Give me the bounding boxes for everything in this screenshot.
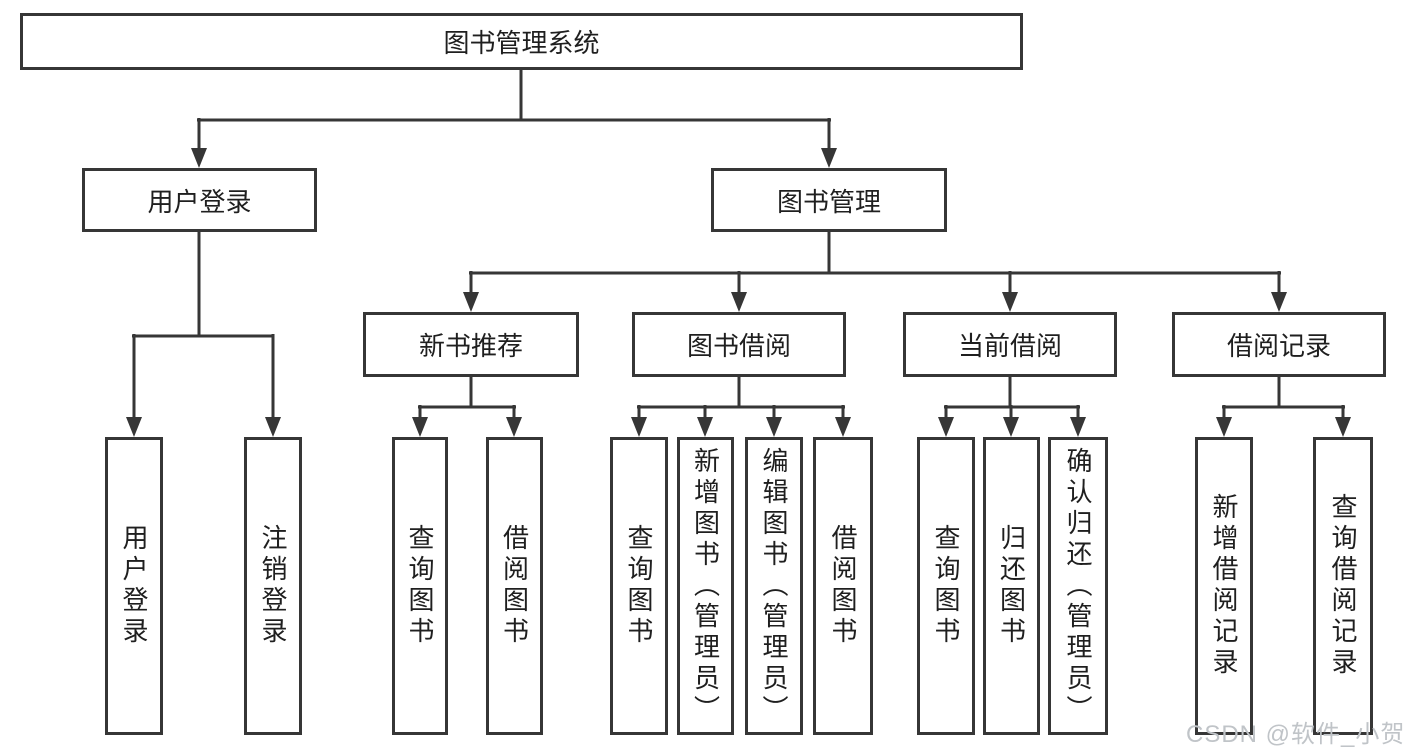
- leaf-return-books: 归还图书: [983, 437, 1040, 735]
- node-user-login: 用户登录: [82, 168, 317, 232]
- leaf-query-books-borrow: 查询图书: [610, 437, 668, 735]
- leaf-logout: 注销登录: [244, 437, 302, 735]
- node-book-management: 图书管理: [711, 168, 947, 232]
- node-label: 借阅图书: [828, 524, 858, 648]
- leaf-add-borrow-record: 新增借阅记录: [1195, 437, 1253, 735]
- node-label: 新书推荐: [418, 331, 523, 361]
- node-label: 查询借阅记录: [1328, 493, 1358, 679]
- node-label: 借阅图书: [499, 524, 530, 648]
- node-label: 图书管理: [776, 186, 881, 217]
- node-label: 编辑图书（管理员）: [759, 446, 789, 726]
- leaf-query-borrow-record: 查询借阅记录: [1313, 437, 1373, 735]
- leaf-borrow-books: 借阅图书: [813, 437, 873, 735]
- node-label: 注销登录: [258, 524, 288, 648]
- node-label: 新增图书（管理员）: [690, 446, 721, 726]
- node-label: 确认归还（管理员）: [1063, 446, 1093, 726]
- node-current-borrow: 当前借阅: [903, 312, 1117, 377]
- node-label: 图书借阅: [686, 331, 791, 361]
- leaf-query-books-recommend: 查询图书: [392, 437, 448, 735]
- leaf-add-books-admin: 新增图书（管理员）: [677, 437, 734, 735]
- leaf-user-login: 用户登录: [105, 437, 163, 735]
- node-label: 用户登录: [147, 186, 252, 217]
- node-label: 借阅记录: [1226, 331, 1331, 361]
- connector-borrow-to-leaves: [631, 375, 851, 437]
- connector-bookmgmt-to-level3: [463, 230, 1287, 312]
- node-label: 当前借阅: [957, 331, 1062, 361]
- connector-records-to-leaves: [1216, 375, 1351, 437]
- node-label: 查询图书: [405, 524, 435, 648]
- connector-root-to-level2: [191, 70, 837, 168]
- node-borrow-records: 借阅记录: [1172, 312, 1386, 377]
- node-label: 图书管理系统: [443, 28, 600, 58]
- node-root-system: 图书管理系统: [20, 13, 1023, 70]
- leaf-query-books-current: 查询图书: [917, 437, 975, 735]
- node-label: 查询图书: [624, 524, 654, 648]
- node-label: 查询图书: [931, 524, 961, 648]
- node-label: 用户登录: [119, 524, 149, 648]
- csdn-watermark: CSDN @软件_小贺同学: [1186, 721, 1405, 747]
- node-label: 归还图书: [996, 524, 1027, 648]
- leaf-edit-books-admin: 编辑图书（管理员）: [745, 437, 803, 735]
- node-new-book-recommend: 新书推荐: [363, 312, 579, 377]
- node-label: 新增借阅记录: [1209, 493, 1239, 679]
- connector-userlogin-to-leaves: [126, 230, 281, 437]
- node-book-borrow: 图书借阅: [632, 312, 846, 377]
- connector-current-to-leaves: [938, 375, 1086, 437]
- connector-newbooks-to-leaves: [412, 375, 522, 437]
- leaf-confirm-return-admin: 确认归还（管理员）: [1048, 437, 1108, 735]
- leaf-borrow-books-recommend: 借阅图书: [486, 437, 543, 735]
